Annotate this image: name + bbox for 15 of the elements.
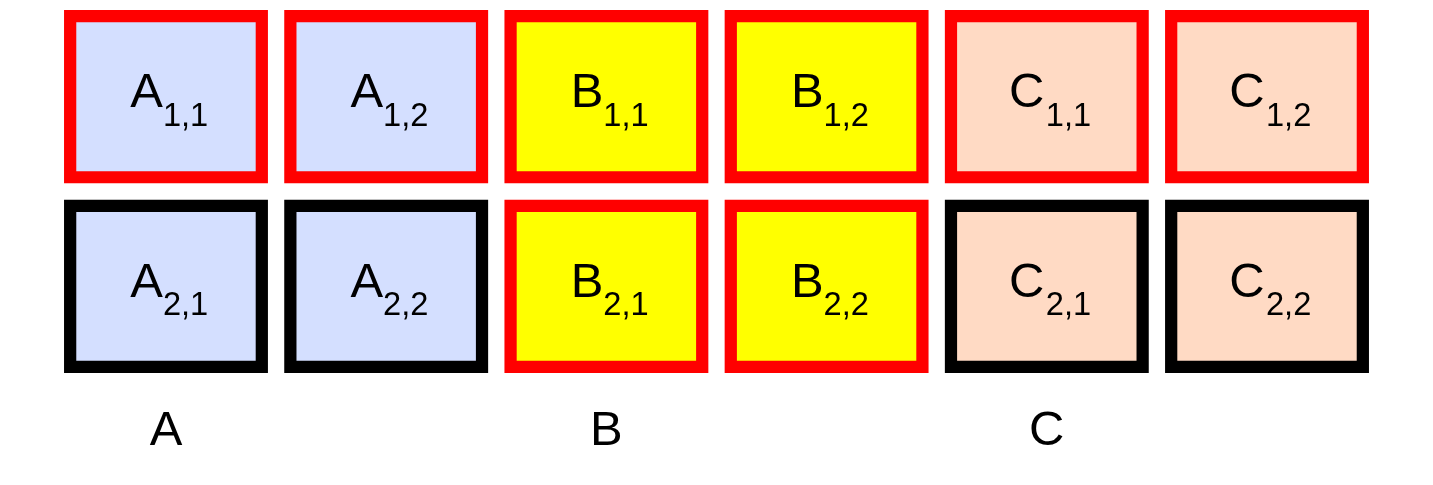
- node-box: A$_{2,2}$: [284, 199, 489, 373]
- label: C: [1029, 400, 1065, 455]
- label: A: [149, 400, 183, 455]
- node-box: B$_{1,1}$: [504, 10, 709, 184]
- node-box: A$_{1,1}$: [64, 10, 268, 184]
- node-box: C$_{2,1}$: [944, 199, 1149, 373]
- node-box: B$_{2,2}$: [724, 199, 929, 373]
- node-box: A$_{2,1}$: [64, 199, 268, 373]
- node-box: C$_{1,1}$: [944, 10, 1149, 184]
- node-box: B$_{1,2}$: [724, 10, 929, 184]
- label: B: [590, 400, 623, 455]
- node-box: C$_{1,2}$: [1165, 10, 1369, 184]
- node-box: C$_{2,2}$: [1165, 199, 1369, 373]
- node-box: B$_{2,1}$: [504, 199, 709, 373]
- node-box: A$_{1,2}$: [284, 10, 489, 184]
